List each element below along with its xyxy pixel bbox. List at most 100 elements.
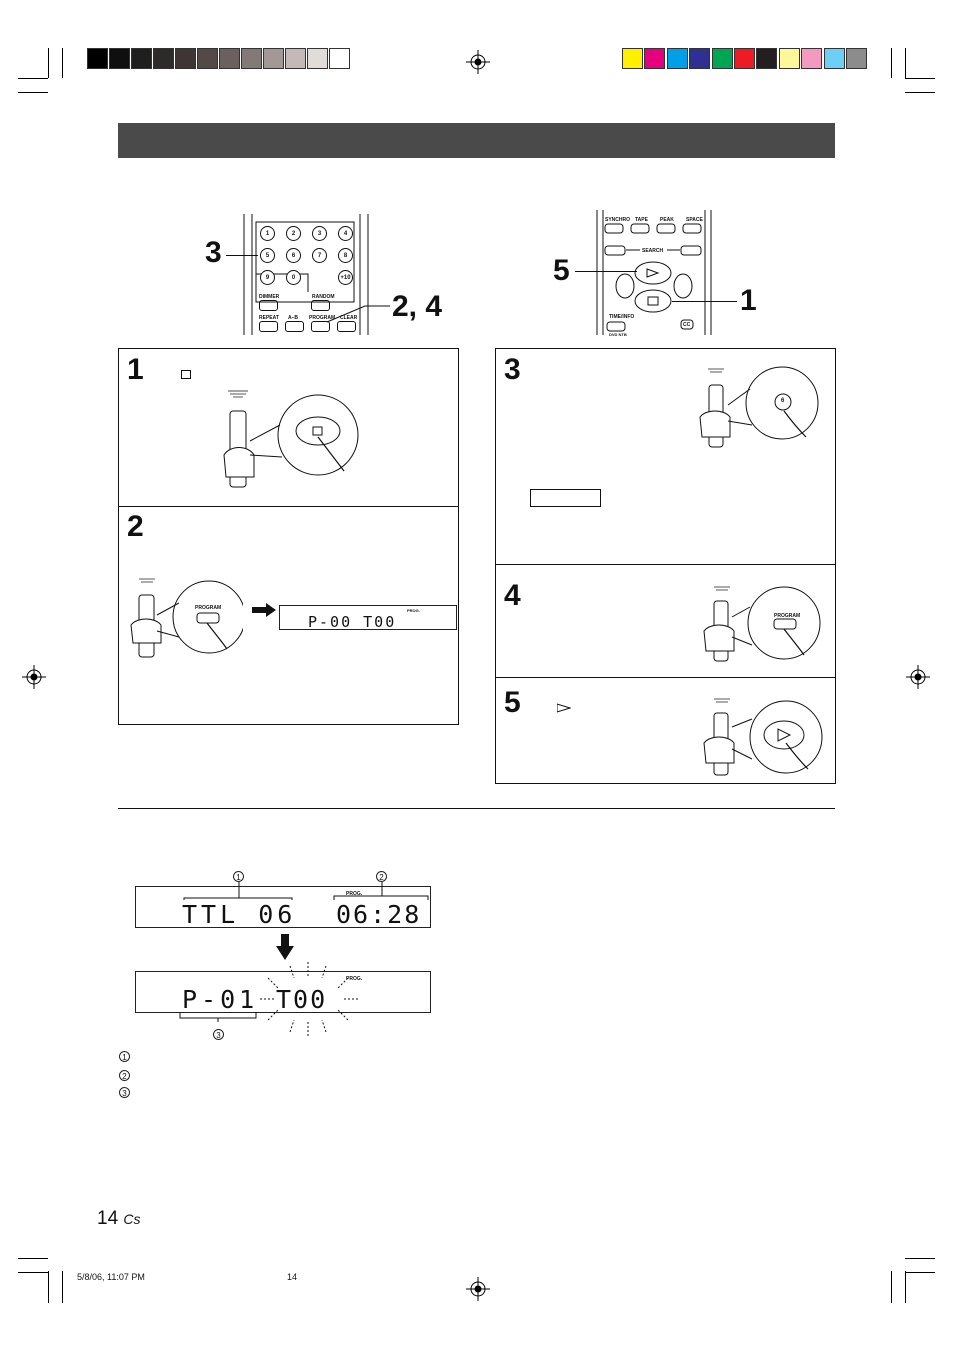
number-button-6[interactable]: 6 [286,248,301,263]
gray-swatch [197,48,218,69]
synchro-label: SYNCHRO [605,217,631,223]
callout-5-right: 5 [553,254,570,287]
color-swatch [823,48,845,69]
registration-mark-bottom [466,1277,490,1301]
callout-line-1 [672,301,737,302]
callout-line-5 [575,271,637,272]
lcd-small-text: P-00 T00 [308,613,397,631]
stop-symbol-icon [181,370,191,379]
hand-pressing-program-illustration-2 [703,586,821,662]
number-button-9[interactable]: 9 [260,270,275,285]
section-separator [118,808,835,809]
callout-3-left: 3 [205,236,222,269]
registration-mark-left [22,665,46,689]
callout-1-right: 1 [740,284,757,317]
number-button-7[interactable]: 7 [312,248,327,263]
step-4-number: 4 [504,579,521,612]
step-2-number: 2 [127,510,144,543]
footer-date: 5/8/06, 11:07 PM [77,1272,145,1282]
color-swatch [666,48,688,69]
number-button-0[interactable]: 0 [286,270,301,285]
number-button-8[interactable]: 8 [338,248,353,263]
cc-label: CC [683,322,691,328]
gray-swatch [285,48,306,69]
color-swatch [846,48,867,69]
repeat-button[interactable] [259,321,278,332]
tape-label: TAPE [635,217,648,223]
dimmer-button[interactable] [259,300,278,311]
lcd1-right-text: 06:28 [336,900,422,929]
remote-transport-illustration: SYNCHRO TAPE PEAK SPACE SEARCH TIME/INFO… [595,210,713,337]
lcd1-prog-label: PROG. [346,891,363,897]
number-button-5[interactable]: 5 [260,248,275,263]
step-box-1-2 [118,348,459,725]
lcd-display-small: PROG. P-00 T00 [279,605,457,631]
step-3-number: 3 [504,353,521,386]
lcd2-right-text: T00 [276,985,328,1014]
marker-2-top: 2 [376,871,387,882]
step-3-display-box [530,489,601,507]
legend-marker-2: 2 [119,1070,130,1081]
page-number-value: 14 [97,1208,119,1229]
ab-label: A–B [288,315,299,321]
step-2-program-label: PROGRAM [195,605,222,611]
gray-swatch [219,48,240,69]
color-swatch [801,48,823,69]
lcd2-prog-label: PROG. [346,976,363,982]
lcd1-left-text: TTL 06 [182,900,297,929]
hand-pressing-number-illustration [699,366,819,448]
random-label: RANDOM [312,294,335,300]
color-swatch [711,48,733,69]
gray-swatch [329,48,350,69]
program-label: PROGRAM [309,315,336,321]
hand-pressing-stop-illustration [223,390,359,488]
gray-swatch [263,48,284,69]
number-button-2[interactable]: 2 [286,226,301,241]
color-swatch [756,48,778,69]
registration-mark-right [906,665,930,689]
gray-swatch [87,48,108,69]
color-swatch [622,48,643,69]
step-5-number: 5 [504,686,521,719]
callout-2-4: 2, 4 [392,290,443,323]
ab-button[interactable] [285,321,304,332]
hand-pressing-play-illustration [703,698,823,776]
gray-swatch [241,48,262,69]
footer-page: 14 [287,1272,298,1282]
play-symbol-icon [557,703,571,713]
page-number: 14 Cs [97,1208,141,1230]
time-info-label: TIME/INFO [609,314,635,320]
gray-swatch [307,48,328,69]
program-button[interactable] [311,321,330,332]
step-4-program-label: PROGRAM [774,613,801,619]
space-label: SPACE [686,217,703,223]
gray-swatch [175,48,196,69]
gray-swatch [109,48,130,69]
registration-mark-top [466,50,490,74]
color-swatch [778,48,800,69]
lcd2-left-text: P-01 [182,985,259,1014]
lcd-display-total: PROG. TTL 06 06:28 [135,886,431,929]
step-box-3-5 [495,348,836,784]
lcd1-brackets [183,882,429,900]
marker-1-top: 1 [233,871,244,882]
step-divider-1-2 [118,506,459,507]
search-label: SEARCH [642,248,664,254]
number-button-1[interactable]: 1 [260,226,275,241]
random-button[interactable] [311,300,330,311]
lcd2-bracket [179,1012,257,1022]
lcd-display-program: PROG. P-01 T00 [135,971,431,1014]
step-1-number: 1 [127,353,144,386]
marker-3-bottom: 3 [213,1029,224,1040]
color-swatch [689,48,711,69]
clear-button[interactable] [337,321,356,332]
blinking-rays-icon [260,962,358,1036]
number-button-4[interactable]: 4 [338,226,353,241]
color-swatch [644,48,666,69]
hand-pressing-program-illustration [130,578,243,658]
step-3-button-label: 6 [781,398,785,404]
number-button-3[interactable]: 3 [312,226,327,241]
step-divider-3-4 [495,564,836,565]
plus10-button[interactable]: +10 [338,270,353,285]
